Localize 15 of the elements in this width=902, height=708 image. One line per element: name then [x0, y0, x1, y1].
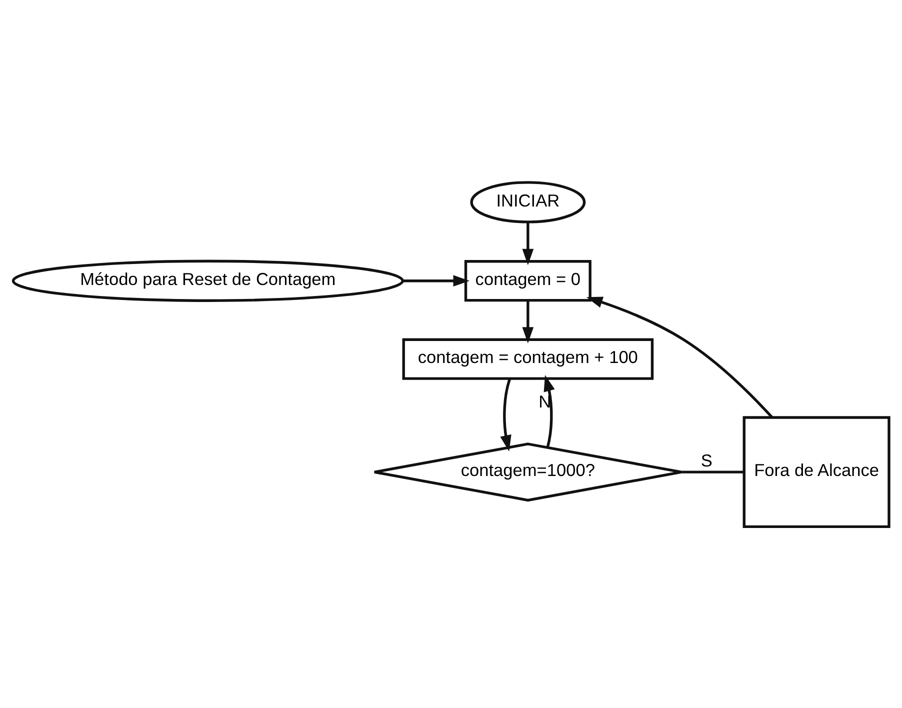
node-ellipse: INICIAR: [470, 180, 586, 223]
arrow: [402, 274, 470, 286]
node-box: Fora de Alcance: [742, 416, 890, 528]
node-diamond: contagem=1000?: [373, 442, 683, 502]
node-ellipse: Método para Reset de Contagem: [12, 259, 404, 302]
node-box: contagem = 0: [464, 260, 592, 302]
edge-label: N: [538, 391, 552, 412]
arrow: [586, 296, 773, 418]
node-box: contagem = contagem + 100: [402, 338, 654, 380]
connector: [682, 470, 744, 473]
arrow: [522, 222, 534, 265]
arrow: [522, 300, 534, 343]
edge-label: S: [700, 450, 712, 470]
arrow: [500, 378, 512, 451]
arrow: [544, 374, 555, 448]
